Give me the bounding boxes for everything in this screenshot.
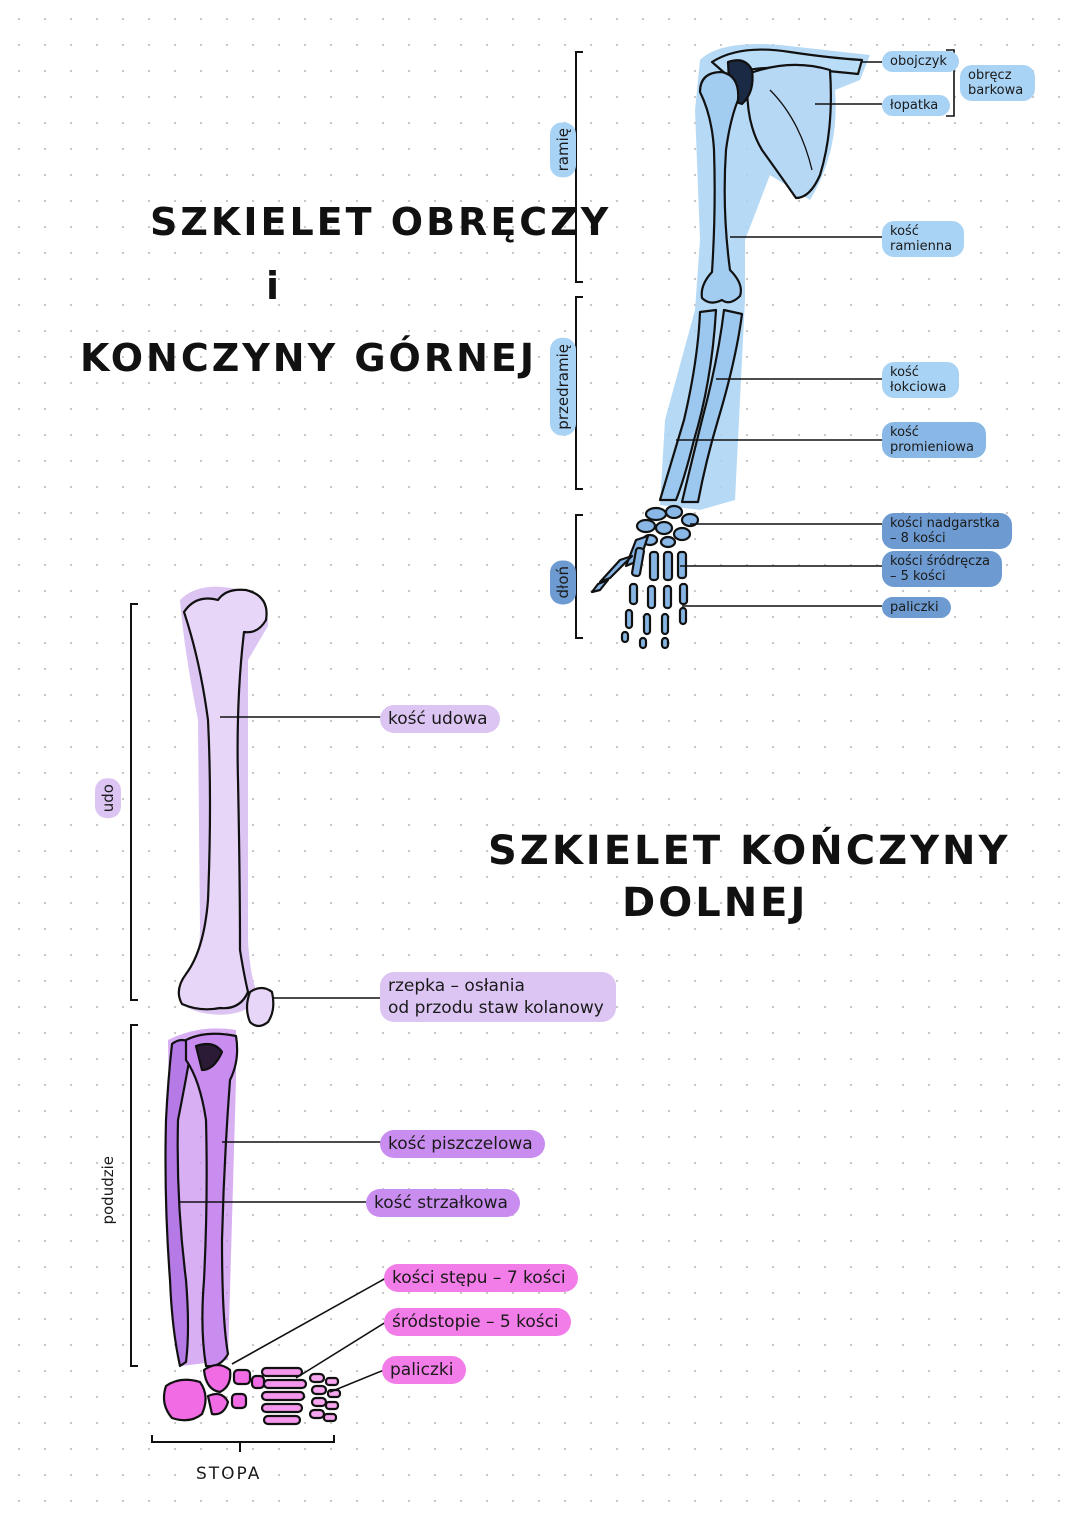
- toe-phalanges: [308, 1372, 342, 1423]
- metacarpals-line2: – 5 kości: [890, 569, 946, 584]
- label-metacarpals: kości śródręcza – 5 kości: [882, 551, 1003, 587]
- label-patella: rzepka – osłania od przodu staw kolanowy: [380, 972, 616, 1022]
- ulna-line1: kość: [890, 365, 919, 380]
- label-tarsals: kości stępu – 7 kości: [384, 1264, 578, 1292]
- metatarsal-bones: [260, 1366, 308, 1426]
- upper-title-line2: i: [266, 264, 283, 308]
- label-metatarsals: śródstopie – 5 kości: [384, 1308, 571, 1336]
- humerus-bone: [698, 70, 742, 304]
- carpals-line1: kości nadgarstka: [890, 516, 1000, 531]
- label-carpals: kości nadgarstka – 8 kości: [882, 513, 1012, 549]
- lower-title-line2: DOLNEJ: [622, 880, 809, 926]
- ulna-line2: łokciowa: [890, 380, 947, 395]
- radius-bone: [680, 308, 744, 504]
- metacarpals-line1: kości śródręcza: [890, 554, 991, 569]
- region-label-thigh: udo: [95, 778, 121, 819]
- humerus-line1: kość: [890, 224, 919, 239]
- hand-finger-bones: [590, 534, 689, 650]
- girdle-line2: barkowa: [968, 83, 1024, 98]
- label-radius: kość promieniowa: [882, 422, 986, 458]
- upper-region-brackets: [575, 51, 583, 639]
- label-hand-phalanges: paliczki: [882, 597, 951, 618]
- patella-line1: rzepka – osłania: [388, 976, 525, 996]
- lower-leader-lines: [180, 716, 387, 1393]
- upper-limb-bones: [590, 44, 870, 650]
- region-label-arm: ramię: [550, 122, 576, 178]
- carpals-line2: – 8 kości: [890, 531, 946, 546]
- patella-line2: od przodu staw kolanowy: [388, 998, 604, 1018]
- lower-limb-bones: [162, 586, 342, 1426]
- label-femur: kość udowa: [380, 705, 500, 733]
- region-label-hand: dłoń: [550, 560, 576, 605]
- label-shoulder-girdle: obręcz barkowa: [960, 65, 1036, 101]
- label-tibia: kość piszczelowa: [380, 1130, 545, 1158]
- radius-line1: kość: [890, 425, 919, 440]
- label-ulna: kość łokciowa: [882, 362, 959, 398]
- label-fibula: kość strzałkowa: [366, 1189, 520, 1217]
- lower-region-brackets: [130, 603, 335, 1452]
- carpal-bones: [635, 504, 700, 549]
- femur-bone: [177, 588, 268, 1011]
- lower-title-line1: SZKIELET KOŃCZYNY: [488, 828, 1011, 874]
- girdle-line1: obręcz: [968, 68, 1012, 83]
- region-label-foot: STOPA: [196, 1464, 262, 1484]
- label-scapula: łopatka: [882, 95, 951, 116]
- region-label-forearm: przedramię: [550, 338, 576, 436]
- label-toe-phalanges: paliczki: [382, 1356, 466, 1384]
- upper-title-line1: SZKIELET OBRĘCZY: [150, 200, 612, 244]
- ulna-bone: [658, 308, 718, 502]
- radius-line2: promieniowa: [890, 440, 974, 455]
- scapula-bone: [746, 63, 832, 200]
- humerus-line2: ramienna: [890, 239, 953, 254]
- fibula-bone: [164, 1038, 194, 1368]
- upper-leader-lines: [676, 49, 955, 607]
- label-humerus: kość ramienna: [882, 221, 965, 257]
- region-label-shin: podudzie: [99, 1156, 117, 1225]
- patella-bone: [245, 986, 275, 1028]
- upper-title-line3: KONCZYNY GÓRNEJ: [80, 336, 538, 380]
- tibia-bone: [184, 1032, 239, 1368]
- tarsal-bones: [162, 1363, 266, 1422]
- label-clavicle: obojczyk: [882, 51, 959, 72]
